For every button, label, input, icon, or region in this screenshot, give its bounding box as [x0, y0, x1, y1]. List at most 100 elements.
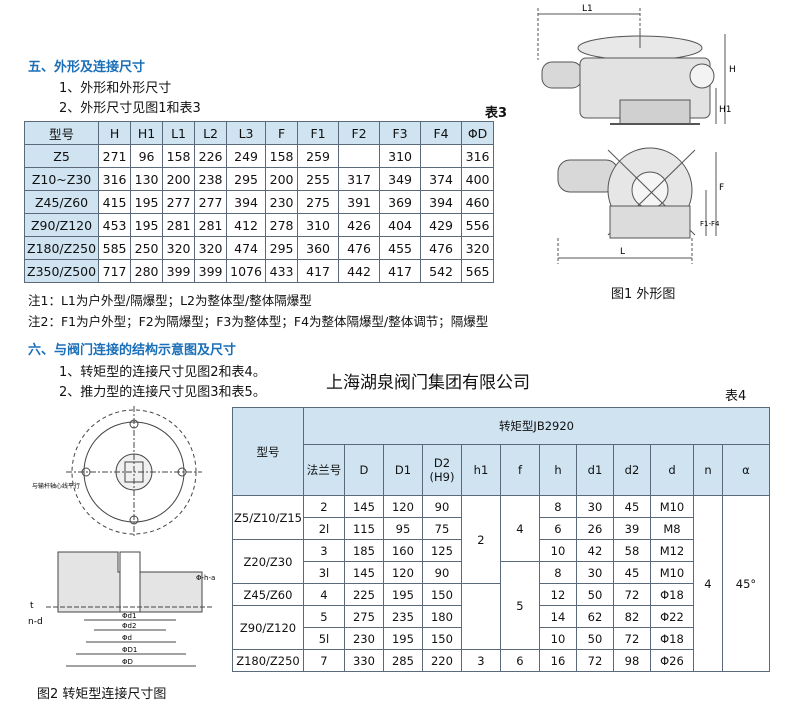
table3-cell: 417	[379, 259, 422, 283]
table4-cell: 26	[575, 517, 614, 540]
table-row: Z350/Z500 717 280 399 399 1076 433 417 4…	[23, 259, 495, 283]
figure1-dim-h: H	[729, 65, 736, 75]
table3-header-cell: 型号	[23, 121, 100, 145]
table4-model-cell: Z90/Z120	[232, 605, 304, 650]
table-row: Z5/Z10/Z15 2 145 120 90 2 4 8 30 45 M10 …	[232, 495, 770, 672]
figure2-top-note: 与输杆轴心线平行	[32, 482, 80, 490]
table4-cell: 75	[421, 517, 462, 540]
figure1-dim-f: F	[719, 183, 724, 193]
table4-cell: 50	[575, 583, 614, 606]
table4-header-alpha: α	[721, 444, 770, 496]
table3-cell: 476	[420, 236, 463, 260]
table-row: Z5 271 96 158 226 249 158 259 310 316	[23, 144, 495, 168]
table3-cell: Z5	[23, 144, 100, 168]
table4-cell: 150	[421, 627, 462, 650]
table4-cell: 2l	[302, 517, 345, 540]
table4-header-f: f	[499, 444, 540, 496]
table3-cell: 442	[338, 259, 381, 283]
table3-cell: 158	[265, 144, 299, 168]
table4-cell: 58	[612, 539, 651, 562]
table3-header-cell: H	[98, 121, 132, 145]
table4-model-cell: Z45/Z60	[232, 583, 304, 606]
table3-cell: 412	[226, 213, 267, 237]
table3-cell: 320	[461, 236, 495, 260]
table4-cell: 98	[612, 649, 651, 672]
table3-cell: 391	[338, 190, 381, 214]
table4-cell: 30	[575, 561, 614, 584]
table3-cell: 317	[338, 167, 381, 191]
section6-title: 六、与阀门连接的结构示意图及尺寸	[28, 343, 237, 358]
table3-cell: 271	[98, 144, 132, 168]
table4-header-d2: D2(H9)	[421, 444, 462, 496]
table3-cell: 399	[194, 259, 228, 283]
table3-cell: 455	[379, 236, 422, 260]
figure1-dim-l1: L1	[582, 4, 593, 14]
table4-h1-cell-blank	[460, 583, 501, 650]
table3-cell: 259	[297, 144, 340, 168]
table4-cell: Φ22	[649, 605, 694, 628]
table3-header-cell: H1	[130, 121, 164, 145]
table4-cell: 90	[421, 561, 462, 584]
table3-cell: 360	[297, 236, 340, 260]
table4-cell: 275	[343, 605, 384, 628]
figure2-label-d3: Φd	[122, 634, 132, 642]
table4-header-d2-main: D2	[433, 456, 451, 470]
table3-cell: 200	[162, 167, 196, 191]
table3-cell: 374	[420, 167, 463, 191]
section5-line1: 1、外形和外形尺寸	[59, 81, 172, 96]
table-row: Z180/Z250 7 330 285 220 3 6 16 72 98 Φ26	[232, 649, 770, 672]
table4-cell: 39	[612, 517, 651, 540]
table3-cell	[338, 144, 381, 168]
table3-cell: 96	[130, 144, 164, 168]
figure1-caption: 图1 外形图	[611, 287, 676, 302]
section6-line1: 1、转矩型的连接尺寸见图2和表4。	[59, 365, 266, 380]
table3-cell: 275	[297, 190, 340, 214]
table4-cell: 125	[421, 539, 462, 562]
table-row: Z90/Z120 453 195 281 281 412 278 310 426…	[23, 213, 495, 237]
table4-header-n: n	[692, 444, 723, 496]
table4-f-cell: 4	[499, 495, 540, 562]
table4-cell: 50	[575, 627, 614, 650]
table3-cell: 200	[265, 167, 299, 191]
table3-cell: 238	[194, 167, 228, 191]
table3-cell: 320	[194, 236, 228, 260]
table3-cell: 433	[265, 259, 299, 283]
table3-cell: 295	[226, 167, 267, 191]
table3-cell: 429	[420, 213, 463, 237]
table4-model-cell: Z5/Z10/Z15	[232, 495, 304, 540]
figure2-label-d2: Φd2	[122, 622, 136, 630]
table3-cell: 158	[162, 144, 196, 168]
table3-header-cell: F1	[297, 121, 340, 145]
table4-cell: 120	[382, 561, 423, 584]
figure1-dim-h1: H1	[719, 105, 732, 115]
table4-header-small-d: d	[649, 444, 694, 496]
table4-cell: 7	[302, 649, 345, 672]
table3-cell: 565	[461, 259, 495, 283]
table4-model-cell: Z20/Z30	[232, 539, 304, 584]
table3-cell: 476	[338, 236, 381, 260]
table3-cell: 474	[226, 236, 267, 260]
table3-cell: 277	[194, 190, 228, 214]
table4-cell: 285	[382, 649, 423, 672]
table4-cell: 3	[302, 539, 345, 562]
table4-cell: M12	[649, 539, 694, 562]
table3-cell: 277	[162, 190, 196, 214]
table3-cell: 404	[379, 213, 422, 237]
table4-cell: 14	[538, 605, 577, 628]
table3-cell: 394	[420, 190, 463, 214]
table3-cell: Z45/Z60	[23, 190, 100, 214]
table4-header-small-d2: d2	[612, 444, 651, 496]
figure2-label-ah: Φ-h-a	[196, 574, 215, 582]
note2: 注2：F1为户外型；F2为隔爆型；F3为整体型；F4为整体隔爆型/整体调节；隔爆…	[28, 314, 489, 329]
table4-label: 表4	[725, 389, 747, 404]
table3-header-cell: L2	[194, 121, 228, 145]
section5-line2: 2、外形尺寸见图1和表3	[59, 101, 201, 116]
table4-cell: 10	[538, 627, 577, 650]
table4-cell: 330	[343, 649, 384, 672]
table4: 型号 转矩型JB2920 法兰号 D D1 D2(H9) h1 f h d1 d…	[232, 407, 770, 672]
table4-header-flange: 法兰号	[302, 444, 345, 496]
table4-cell: 220	[421, 649, 462, 672]
table3-cell: Z180/Z250	[23, 236, 100, 260]
table4-model-cell: Z180/Z250	[232, 649, 304, 672]
table4-cell: 4	[302, 583, 345, 606]
